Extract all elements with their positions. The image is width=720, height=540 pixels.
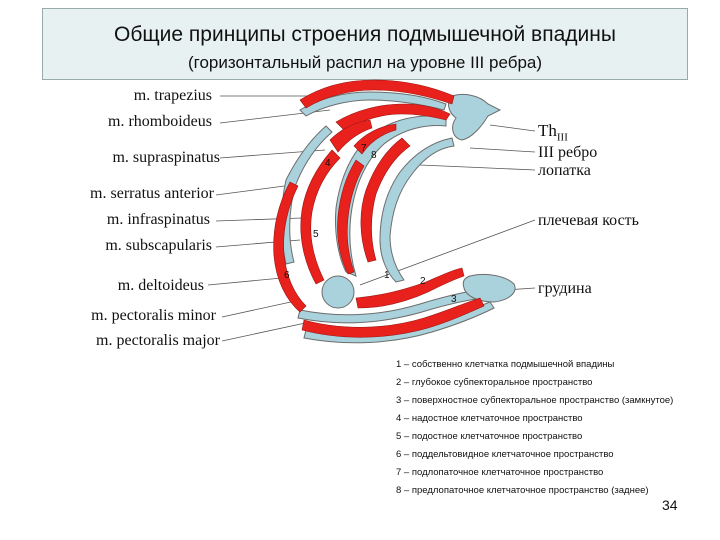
subscapularis-shape bbox=[337, 159, 365, 275]
label-infraspinatus: m. infraspinatus bbox=[106, 211, 210, 228]
label-pectoralis-major: m. pectoralis major bbox=[96, 332, 220, 349]
label-vertebra-base: Th bbox=[538, 121, 557, 140]
label-sternum: грудина bbox=[538, 280, 592, 297]
number-6: 6 bbox=[284, 270, 290, 281]
number-8: 8 bbox=[371, 150, 377, 161]
number-3: 3 bbox=[451, 294, 457, 305]
number-5: 5 bbox=[313, 229, 319, 240]
sternum-shape bbox=[462, 273, 516, 303]
title-box: Общие принципы строения подмышечной впад… bbox=[42, 8, 688, 80]
pectoralis-major-shape bbox=[301, 297, 485, 338]
supraspinatus-shape bbox=[329, 119, 373, 153]
legend: 1 – собственно клетчатка подмышечной впа… bbox=[396, 356, 718, 500]
number-7: 7 bbox=[361, 143, 367, 154]
label-deltoideus: m. deltoideus bbox=[117, 277, 204, 294]
label-vertebra-sub: III bbox=[556, 131, 568, 144]
subscapularis-upper-shape bbox=[353, 123, 397, 155]
label-pectoralis-minor: m. pectoralis minor bbox=[91, 307, 216, 324]
pectoralis-minor-shape bbox=[355, 267, 465, 309]
muscle-shapes bbox=[273, 79, 485, 338]
number-1: 1 bbox=[384, 270, 390, 281]
left-leader-lines bbox=[207, 95, 331, 342]
infraspinatus-shape bbox=[300, 149, 341, 285]
number-4: 4 bbox=[325, 158, 331, 169]
page-number: 34 bbox=[662, 497, 678, 513]
label-serratus-anterior: m. serratus anterior bbox=[90, 185, 214, 202]
vertebra-shape bbox=[448, 93, 502, 141]
label-vertebra: ThIII bbox=[538, 122, 568, 143]
label-rib: III ребро bbox=[538, 144, 598, 161]
legend-item-5: 5 – подостное клетчаточное пространство bbox=[396, 431, 583, 442]
legend-item-7: 7 – подлопаточное клетчаточное пространс… bbox=[396, 467, 604, 478]
label-subscapularis: m. subscapularis bbox=[105, 237, 212, 254]
slide-subtitle: (горизонтальный распил на уровне III реб… bbox=[187, 53, 543, 72]
number-2: 2 bbox=[420, 276, 426, 287]
label-humerus: плечевая кость bbox=[538, 212, 639, 229]
trapezius-shape bbox=[299, 79, 455, 109]
legend-item-4: 4 – надостное клетчаточное пространство bbox=[396, 413, 583, 424]
legend-item-1: 1 – собственно клетчатка подмышечной впа… bbox=[396, 359, 615, 370]
label-scapula: лопатка bbox=[538, 162, 591, 179]
humerus-shape bbox=[321, 275, 355, 309]
inner-fascia-shape bbox=[379, 137, 455, 283]
legend-item-2: 2 – глубокое субпекторальное пространств… bbox=[396, 377, 593, 388]
label-trapezius: m. trapezius bbox=[133, 87, 212, 104]
legend-item-8: 8 – предлопаточное клетчаточное простран… bbox=[396, 485, 649, 496]
label-rhomboideus: m. rhomboideus bbox=[108, 113, 212, 130]
serratus-anterior-shape bbox=[360, 137, 411, 263]
legend-item-3: 3 – поверхностное субпекторальное простр… bbox=[396, 395, 674, 406]
slide-title: Общие принципы строения подмышечной впад… bbox=[114, 23, 616, 46]
deltoideus-shape bbox=[273, 181, 307, 313]
rhomboideus-shape bbox=[335, 103, 451, 131]
legend-item-6: 6 – поддельтовидное клетчаточное простра… bbox=[396, 449, 614, 460]
posterior-fascia-shape bbox=[299, 91, 447, 117]
label-supraspinatus: m. supraspinatus bbox=[112, 149, 220, 166]
